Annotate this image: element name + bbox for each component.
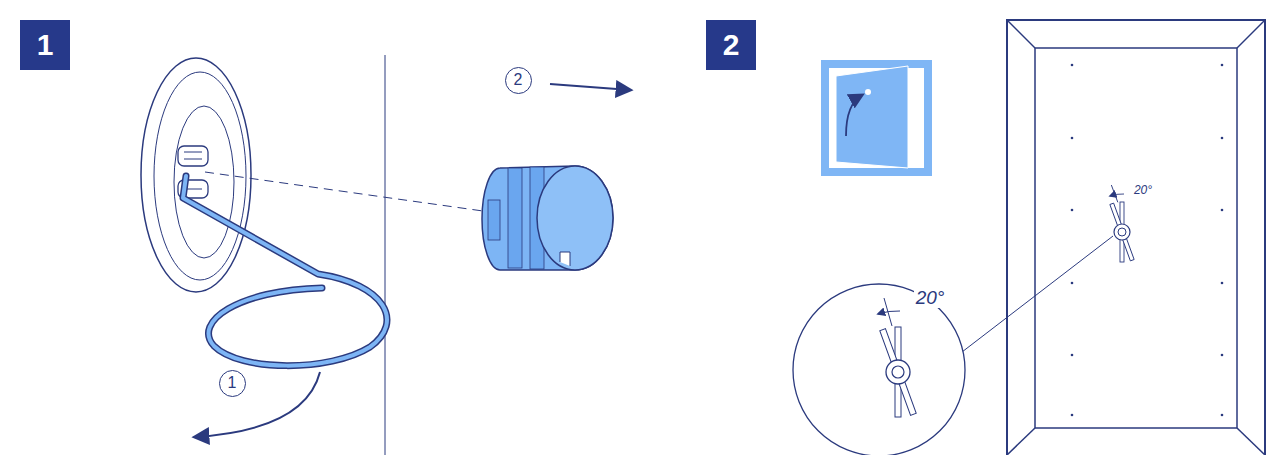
screw-dots	[1071, 64, 1224, 417]
door-panel	[1035, 48, 1237, 428]
slot-rib	[184, 159, 202, 160]
axis-line	[205, 172, 490, 212]
cap-rib	[508, 168, 522, 268]
step-number: 1	[20, 20, 70, 70]
wall-plate-rim	[154, 72, 246, 280]
step-label: 1	[37, 30, 54, 60]
angle-label: 20°	[1132, 184, 1154, 197]
zoom-circle	[793, 284, 965, 455]
step-label: 1	[228, 375, 237, 391]
door-icon-leaf	[836, 66, 908, 168]
zoom-leader	[962, 236, 1113, 352]
wall-plate	[141, 58, 251, 292]
slot-rib	[184, 152, 202, 153]
door-icon-knob	[865, 89, 871, 95]
cap-notch	[560, 252, 570, 266]
callout-number: 2	[505, 67, 532, 94]
bevel-line	[1237, 20, 1265, 48]
wall-line	[385, 55, 386, 455]
plate-slot	[178, 146, 208, 166]
step-label: 2	[723, 30, 740, 60]
rotate-arrow	[195, 372, 320, 437]
door-frame	[1007, 20, 1265, 455]
bevel-line	[1237, 428, 1265, 455]
bevel-line	[1007, 20, 1035, 48]
door-handle	[1110, 184, 1134, 262]
door-icon-frame	[821, 60, 932, 176]
door-handle-zoom	[878, 298, 916, 417]
cap-rib	[488, 200, 500, 240]
door-icon-arrow	[846, 95, 862, 136]
bevel-line	[1007, 428, 1035, 455]
wire-hook-outline	[183, 176, 387, 366]
callout-number: 1	[219, 370, 246, 397]
wire-hook	[183, 176, 387, 366]
step-label: 2	[514, 72, 523, 88]
direction-arrow	[550, 84, 630, 90]
step-number: 2	[706, 20, 756, 70]
blue-cap-face	[537, 166, 613, 270]
angle-label: 20°	[914, 288, 947, 308]
blue-cap-body	[482, 166, 613, 270]
